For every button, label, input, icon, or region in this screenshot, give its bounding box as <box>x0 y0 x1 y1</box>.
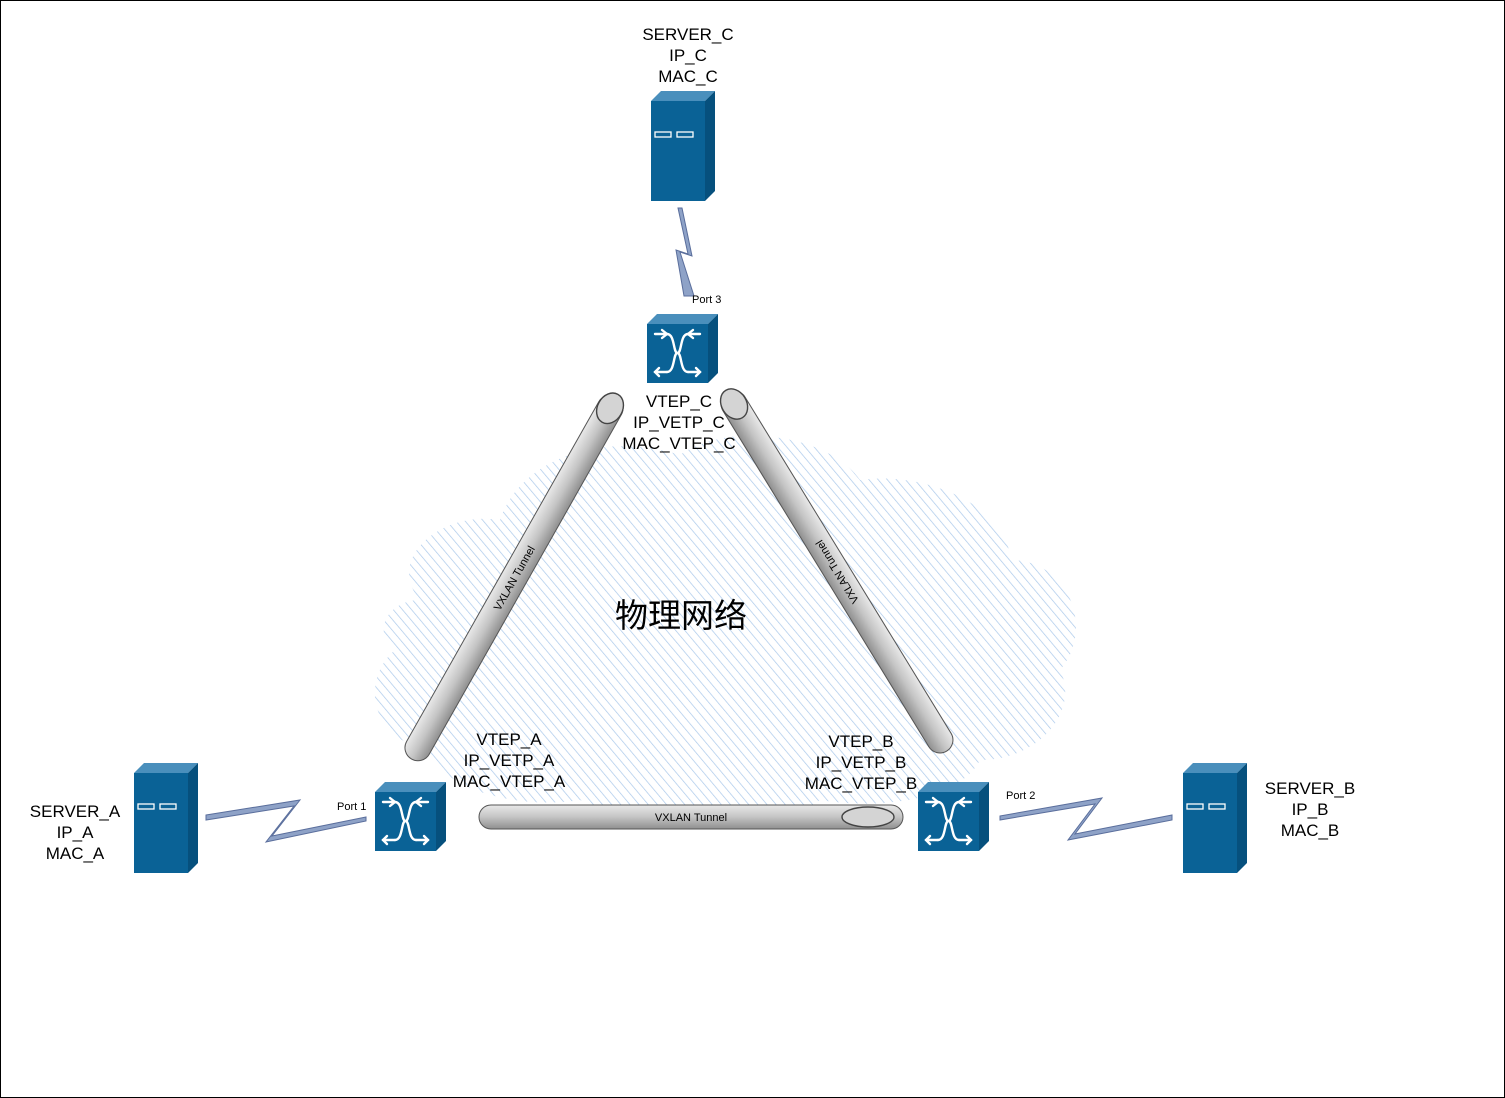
server-icon <box>1182 762 1248 874</box>
vtep-c-mac: MAC_VTEP_C <box>622 434 735 453</box>
link-vtep-b-to-server-b <box>999 797 1173 841</box>
server-c[interactable]: SERVER_C IP_C MAC_C <box>642 25 734 202</box>
server-b-mac: MAC_B <box>1281 821 1340 840</box>
server-c-name: SERVER_C <box>642 25 733 44</box>
server-icon <box>133 762 199 874</box>
vtep-b-port: Port 2 <box>1006 790 1035 802</box>
link-server-a-to-vtep-a <box>205 799 367 843</box>
vtep-c-name: VTEP_C <box>646 392 712 411</box>
server-a-name: SERVER_A <box>30 802 121 821</box>
vtep-b[interactable]: Port 2 VTEP_B IP_VETP_B MAC_VTEP_B <box>805 732 1036 853</box>
server-a-ip: IP_A <box>57 823 95 842</box>
vtep-a-mac: MAC_VTEP_A <box>453 772 566 791</box>
server-b-name: SERVER_B <box>1265 779 1355 798</box>
vtep-c-port: Port 3 <box>692 294 721 306</box>
vtep-a-ip: IP_VETP_A <box>464 751 555 770</box>
vtep-b-ip: IP_VETP_B <box>816 753 907 772</box>
server-b[interactable]: SERVER_B IP_B MAC_B <box>1182 762 1355 874</box>
vtep-c[interactable]: Port 3 VTEP_C IP_VETP_C MAC_VTEP_C <box>622 294 735 453</box>
server-b-ip: IP_B <box>1292 800 1329 819</box>
vtep-a-name: VTEP_A <box>476 730 542 749</box>
link-server-c-to-vtep-c <box>675 207 695 297</box>
server-a-mac: MAC_A <box>46 844 105 863</box>
server-icon <box>650 90 716 202</box>
vtep-a-port: Port 1 <box>337 801 366 813</box>
cloud-label: 物理网络 <box>615 596 747 635</box>
vtep-a[interactable]: Port 1 VTEP_A IP_VETP_A MAC_VTEP_A <box>337 730 566 853</box>
tunnel-a-b-label: VXLAN Tunnel <box>655 812 727 824</box>
vtep-b-name: VTEP_B <box>828 732 893 751</box>
server-c-ip: IP_C <box>669 46 707 65</box>
server-c-mac: MAC_C <box>658 67 718 86</box>
tunnel-a-b: VXLAN Tunnel <box>478 804 904 830</box>
vtep-c-ip: IP_VETP_C <box>633 413 725 432</box>
vtep-b-mac: MAC_VTEP_B <box>805 774 917 793</box>
switch-icon <box>373 780 448 853</box>
switch-icon <box>645 312 720 385</box>
server-a[interactable]: SERVER_A IP_A MAC_A <box>30 762 199 874</box>
switch-icon <box>916 780 991 853</box>
